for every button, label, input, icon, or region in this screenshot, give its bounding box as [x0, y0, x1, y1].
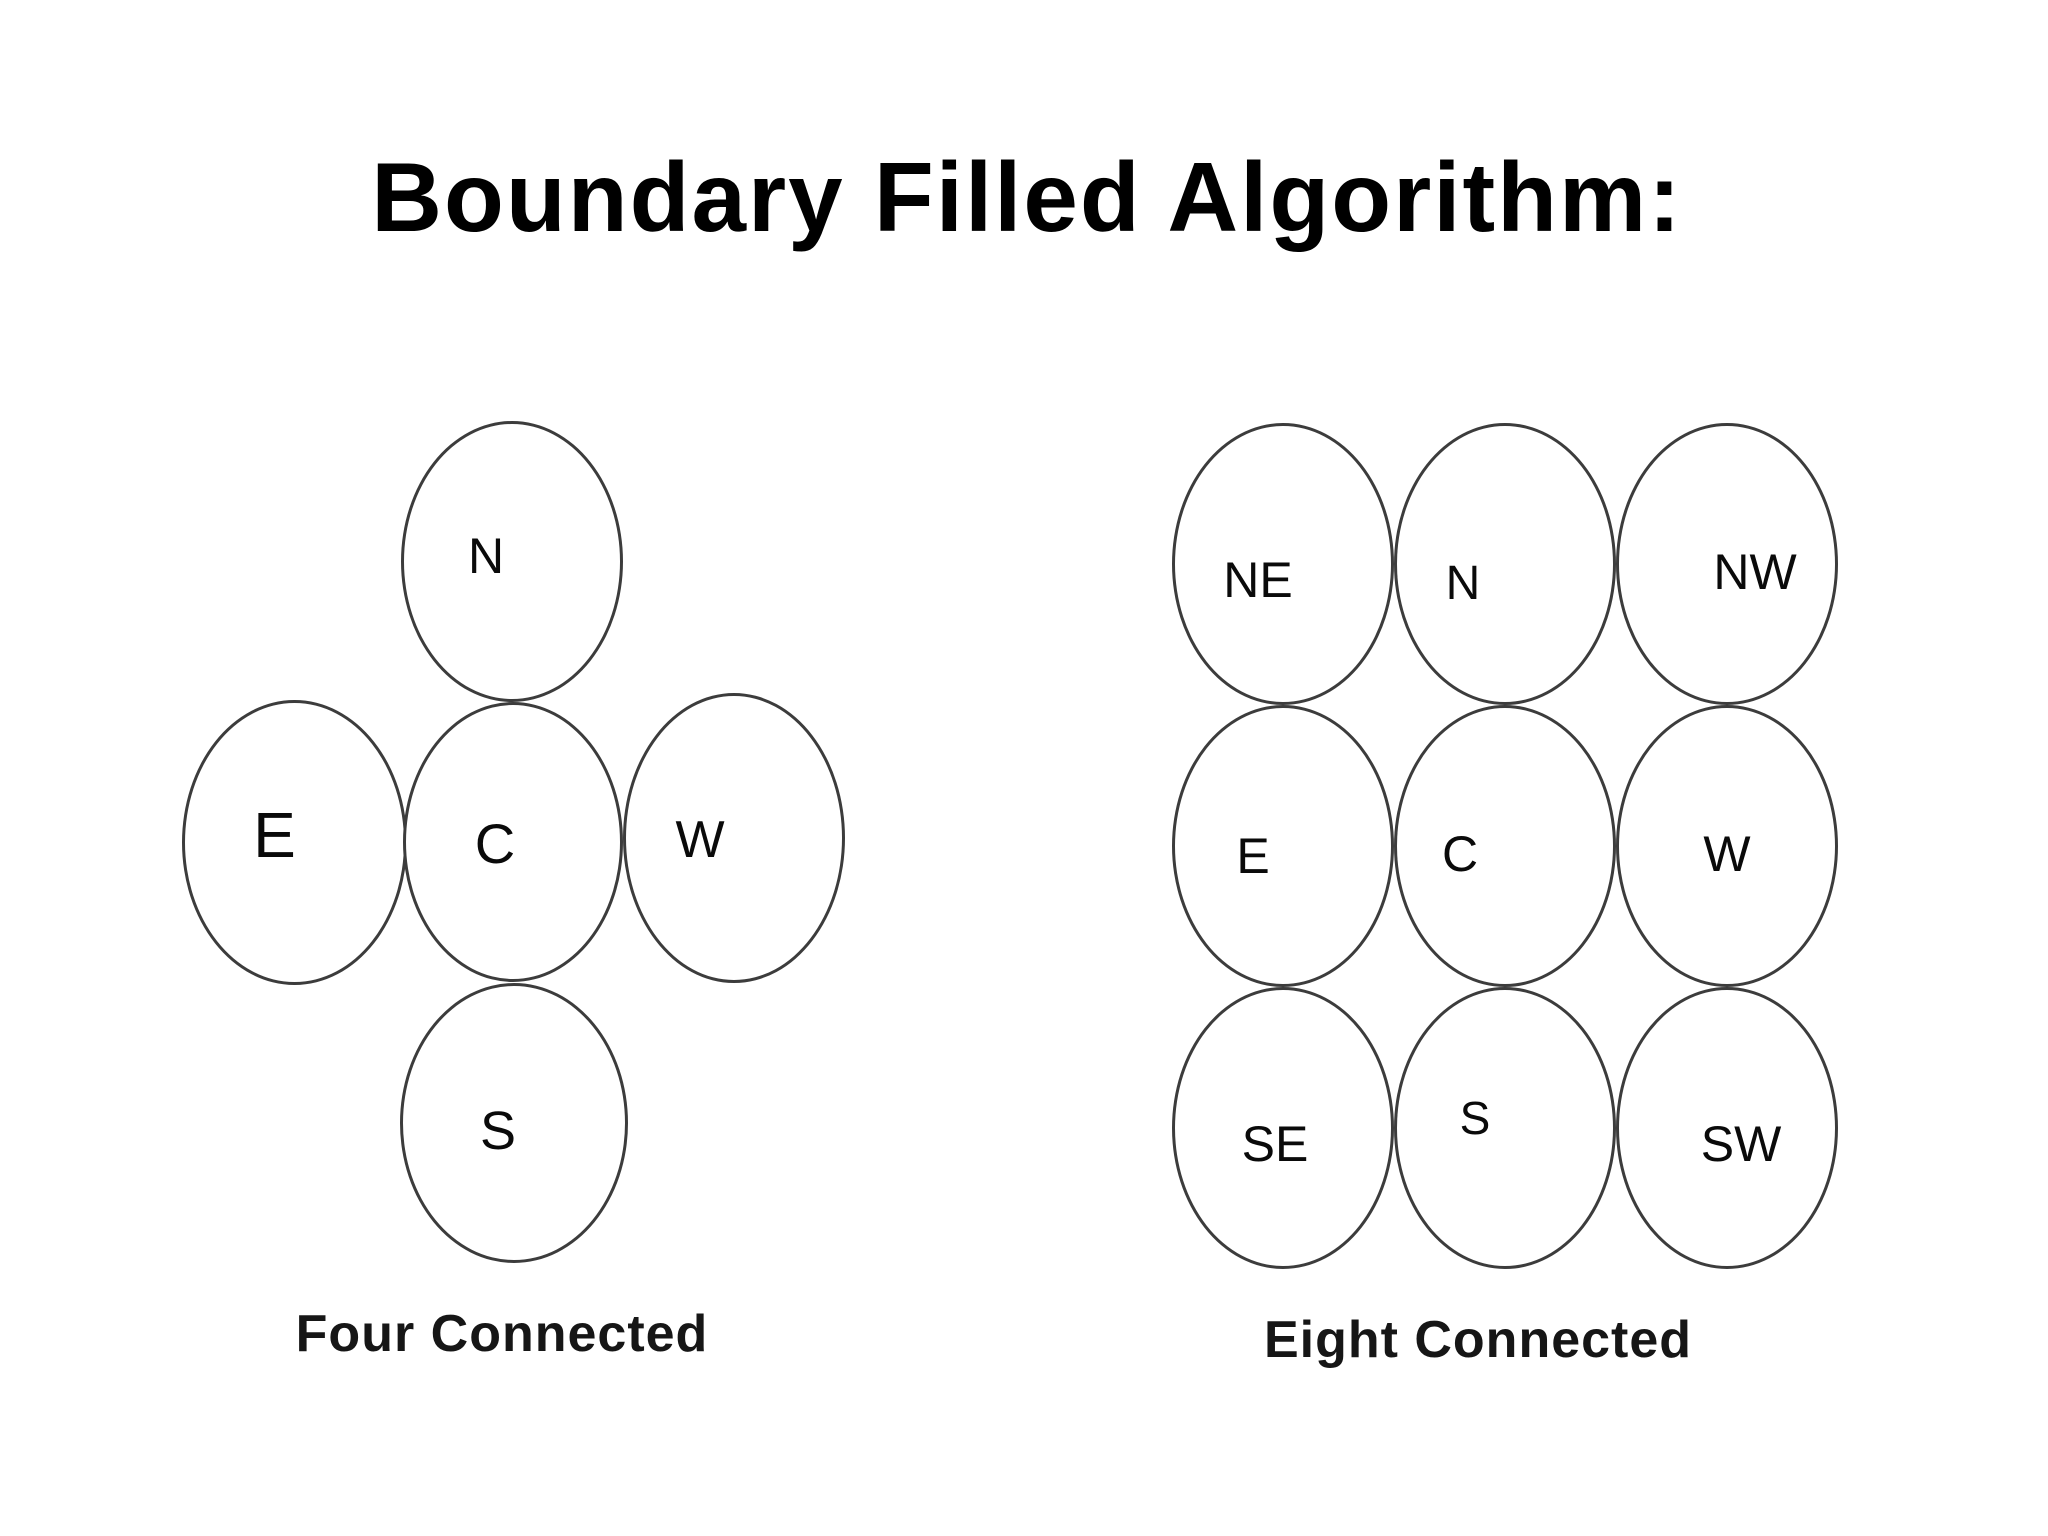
ec-cell-nw: NW: [1616, 423, 1838, 705]
fc-cell-n: N: [401, 421, 623, 702]
cell-label: SW: [1700, 1116, 1782, 1172]
cell-label: NW: [1713, 544, 1797, 600]
ec-cell-se: SE: [1172, 987, 1394, 1269]
ec-cell-s: S: [1394, 987, 1616, 1269]
cell-label: W: [675, 811, 725, 869]
ec-cell-c: C: [1394, 705, 1616, 987]
ec-cell-e: E: [1172, 705, 1394, 987]
cell-label: N: [467, 527, 505, 584]
ec-cell-n: N: [1394, 423, 1616, 705]
four-connected-caption: Four Connected: [295, 1305, 709, 1363]
eight-connected-caption: Eight Connected: [1263, 1311, 1693, 1369]
ec-cell-ne: NE: [1172, 423, 1394, 705]
cell-label: W: [1703, 826, 1751, 882]
page-title: Boundary Filled Algorithm:: [371, 142, 1683, 252]
cell-label: SE: [1241, 1116, 1309, 1172]
cell-label: C: [1441, 826, 1479, 882]
cell-label: E: [1236, 828, 1270, 884]
fc-cell-s: S: [400, 983, 628, 1263]
cell-label: N: [1445, 557, 1481, 610]
ec-cell-w: W: [1616, 705, 1838, 987]
cell-label: E: [253, 798, 296, 871]
ec-cell-sw: SW: [1616, 987, 1838, 1269]
fc-cell-c: C: [403, 702, 623, 982]
cell-label: C: [474, 812, 516, 875]
fc-cell-e: E: [182, 700, 407, 985]
cell-label: S: [1459, 1092, 1491, 1144]
fc-cell-w: W: [623, 693, 845, 983]
cell-label: S: [479, 1101, 517, 1161]
cell-label: NE: [1223, 552, 1293, 608]
